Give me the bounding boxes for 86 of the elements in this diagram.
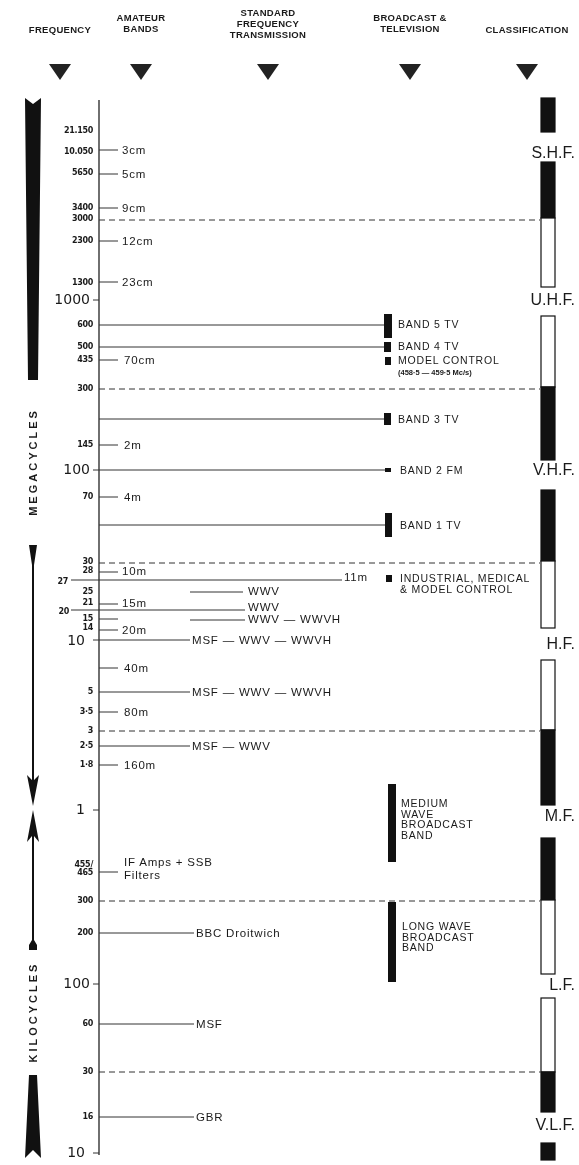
frequency-value: 2·5 (79, 741, 93, 751)
band-label: WWV — WWVH (248, 612, 341, 626)
frequency-value: 1300 (71, 278, 93, 288)
unit-label: KILOCYCLES (26, 961, 40, 1063)
frequency-value: 5 (87, 687, 93, 697)
band-label: 80m (124, 705, 149, 719)
band-label: BBC Droitwich (196, 926, 281, 940)
band-label: 15m (122, 596, 147, 610)
frequency-value: 3 (87, 726, 93, 736)
band-label: 12cm (122, 234, 154, 248)
frequency-value: 15 (82, 614, 93, 623)
frequency-value: 25 (82, 587, 93, 597)
broadcast-band-label: BAND 4 TV (398, 340, 461, 352)
frequency-value: 10.050 (63, 147, 93, 157)
frequency-value: 5650 (71, 168, 93, 178)
frequency-value: 14 (82, 623, 93, 633)
band-label: 5cm (122, 167, 147, 181)
classification-label: U.H.F. (530, 291, 575, 309)
band-label: 3cm (122, 143, 147, 157)
frequency-value: 3000 (71, 214, 93, 224)
frequency-value: 27 (57, 577, 68, 587)
frequency-value: 16 (82, 1112, 93, 1122)
broadcast-band-label: BAND 2 FM (400, 464, 465, 476)
frequency-value: 2300 (71, 236, 93, 246)
frequency-value: 1·8 (79, 760, 93, 770)
classification-label: S.H.F. (531, 144, 575, 162)
band-label: 10m (122, 564, 147, 578)
band-label: 70cm (124, 353, 156, 367)
band-label: WWV (248, 584, 280, 598)
frequency-value: 70 (82, 492, 93, 502)
column-heading: STANDARD FREQUENCY TRANSMISSION (228, 7, 308, 41)
frequency-value: 600 (77, 320, 93, 330)
frequency-value: 60 (82, 1019, 93, 1029)
frequency-value: 200 (77, 928, 93, 938)
column-heading: BROADCAST & TELEVISION (372, 13, 448, 35)
classification-label: V.H.F. (532, 461, 575, 479)
frequency-value: 3400 (71, 203, 93, 213)
band-label: MSF — WWV — WWVH (192, 633, 332, 647)
band-label: 160m (124, 758, 156, 772)
broadcast-band-label: MODEL CONTROL (398, 354, 501, 366)
frequency-value: 300 (77, 896, 93, 906)
band-label: GBR (196, 1110, 224, 1124)
broadcast-band-label: BAND 5 TV (398, 318, 461, 330)
band-label: 40m (124, 661, 149, 675)
frequency-value: 3·5 (79, 707, 93, 717)
frequency-scale-value: 1000 (54, 292, 90, 308)
frequency-scale-value: 1 (76, 802, 85, 818)
broadcast-band-label: MEDIUM WAVE BROADCAST BAND (401, 798, 475, 840)
frequency-scale-value: 10 (67, 1145, 85, 1161)
frequency-value: 30 (82, 557, 93, 566)
classification-label: H.F. (546, 635, 575, 653)
frequency-scale-value: 100 (63, 462, 90, 478)
frequency-value: 28 (82, 566, 93, 576)
frequency-scale-value: 100 (63, 976, 90, 992)
classification-label: M.F. (544, 807, 575, 825)
frequency-value: 500 (77, 342, 93, 352)
column-heading: FREQUENCY (28, 24, 92, 36)
frequency-scale-value: 10 (67, 633, 85, 649)
unit-label: MEGACYCLES (26, 408, 40, 516)
band-label: 23cm (122, 275, 154, 289)
frequency-value: 21.150 (63, 126, 93, 136)
band-label: 20m (122, 623, 147, 637)
classification-label: L.F. (549, 976, 575, 994)
frequency-value: 21 (82, 598, 93, 608)
frequency-value: 20 (58, 607, 69, 617)
band-label: 9cm (122, 201, 147, 215)
frequency-value: 435 (77, 355, 93, 365)
band-label: MSF — WWV — WWVH (192, 685, 332, 699)
broadcast-band-label: BAND 1 TV (400, 519, 463, 531)
broadcast-band-label: BAND 3 TV (398, 413, 461, 425)
broadcast-band-label: LONG WAVE BROADCAST BAND (402, 921, 476, 953)
frequency-value: 300 (77, 384, 93, 394)
broadcast-band-label: INDUSTRIAL, MEDICAL & MODEL CONTROL (400, 572, 530, 594)
band-label: WWV (248, 600, 280, 614)
column-heading: CLASSIFICATION (485, 24, 569, 36)
band-label: 2m (124, 438, 142, 452)
classification-label: V.L.F. (535, 1116, 575, 1134)
band-label: 11m (344, 570, 368, 584)
column-heading: AMATEUR BANDS (115, 13, 167, 35)
frequency-value: 455/ 465 (73, 860, 93, 878)
band-label: MSF — WWV (192, 739, 271, 753)
frequency-value: 145 (77, 440, 93, 450)
band-label: MSF (196, 1017, 223, 1031)
frequency-value: 30 (82, 1067, 93, 1077)
band-label: 4m (124, 490, 142, 504)
band-label: IF Amps + SSB Filters (124, 856, 214, 882)
